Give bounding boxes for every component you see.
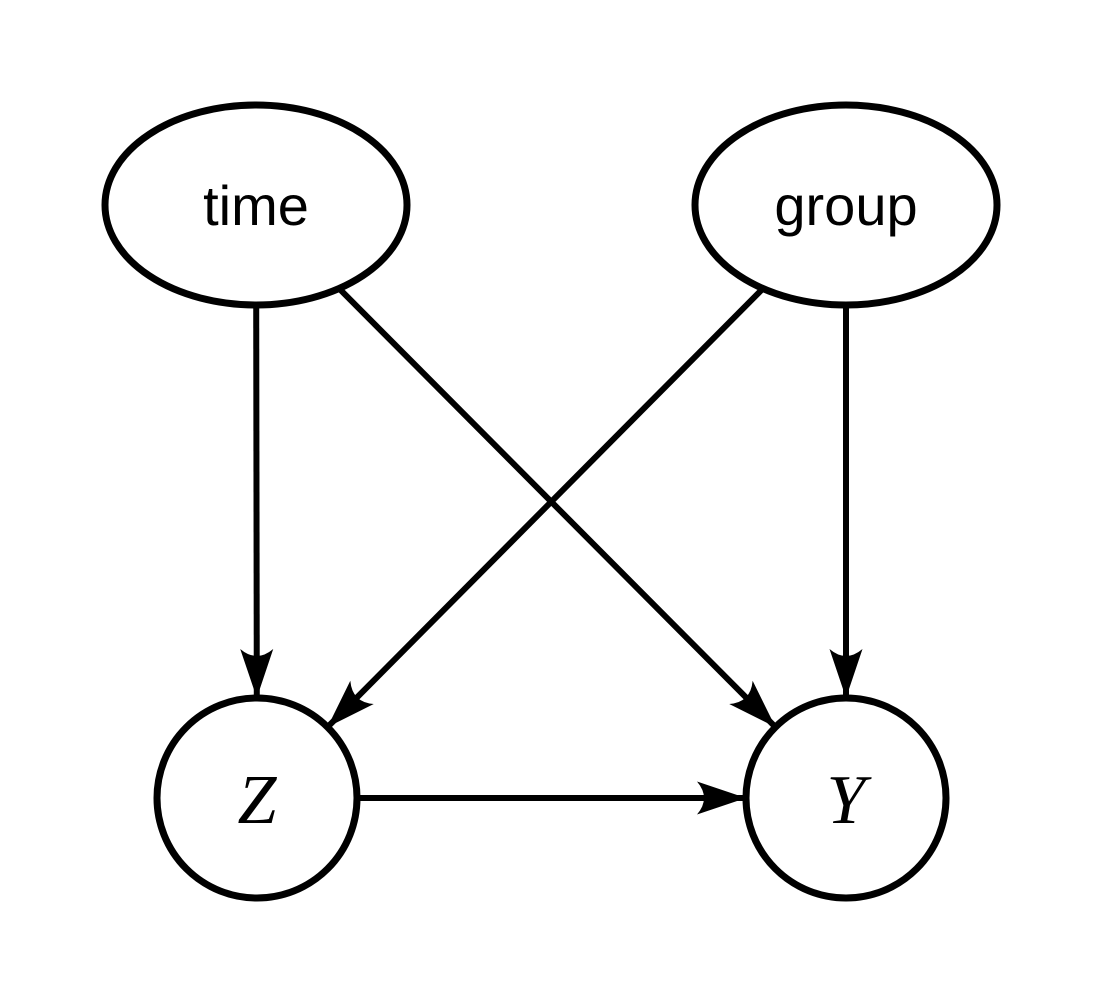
node-Y-circle (742, 694, 950, 902)
node-time-label: time (203, 174, 309, 237)
node-time-ellipse (101, 101, 411, 309)
node-Z: Z (153, 694, 361, 902)
node-Z-label: Z (238, 762, 278, 839)
edge-time-to-Z (240, 304, 274, 699)
node-group-label: group (774, 174, 917, 237)
edge-layer (240, 286, 863, 815)
edge-group-to-Z (325, 286, 766, 730)
node-Y: Y (742, 694, 950, 902)
node-time: time (101, 101, 411, 309)
node-Y-label: Y (827, 762, 873, 839)
node-group: group (691, 101, 1001, 309)
node-group-ellipse (691, 101, 1001, 309)
node-Z-circle (153, 694, 361, 902)
edge-time-to-Y (336, 286, 778, 730)
